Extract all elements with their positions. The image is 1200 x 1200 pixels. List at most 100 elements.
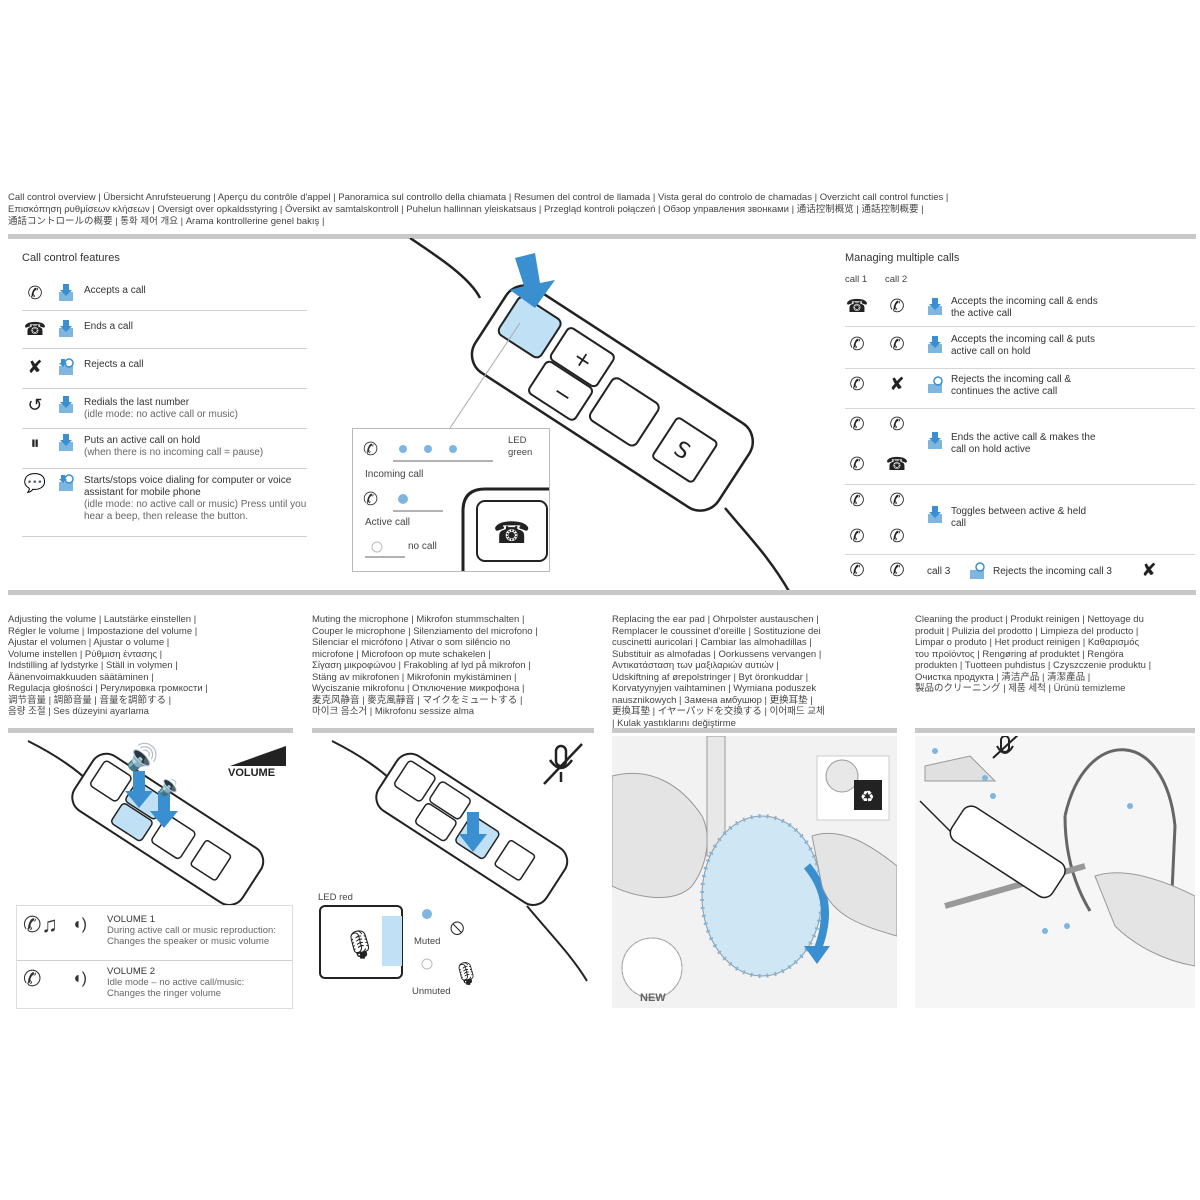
call3-text: Rejects the incoming call 3: [993, 566, 1112, 577]
active-call-icon: ✆: [849, 374, 865, 394]
panel-line: Äänenvoimakkuuden säätäminen |: [8, 671, 154, 683]
volume1-text: VOLUME 1 During active call or music rep…: [107, 914, 276, 947]
active-call-icon: ✆: [849, 454, 865, 474]
reject-call-icon: ✘: [1141, 560, 1157, 580]
multi-call-text: Ends the active call & makes the call on…: [951, 432, 1096, 455]
panel-line: 调节音量 | 調節音量 | 音量を調節する |: [8, 694, 172, 706]
header-line: Επισκόπηση ρυθμίσεων κλήσεων | Oversigt …: [8, 204, 924, 215]
divider: [17, 960, 292, 961]
panel-line: Remplacer le coussinet d'oreille | Sosti…: [612, 625, 821, 637]
end-call-icon: ☎: [845, 296, 869, 316]
feature-label: Puts an active call on hold: [84, 435, 201, 446]
reject-call-icon: ✘: [889, 374, 905, 394]
svg-text:⦸: ⦸: [450, 915, 464, 940]
call-button-zoom: ☎: [461, 487, 549, 571]
button-hold-icon: [928, 506, 942, 523]
volume1-sub1: During active call or music reproduction…: [107, 925, 276, 936]
panel-line: Adjusting the volume | Lautstärke einste…: [8, 614, 197, 625]
panel-line: 製品のクリーニング | 제품 세척 | Ürünü temizleme: [915, 683, 1126, 694]
active-call-icon: ✆: [889, 490, 905, 510]
panel-line: Silenciar el micrófono | Ativar o som si…: [312, 637, 511, 648]
feature-row: ✆ Accepts a call: [22, 282, 307, 311]
header-line: Call control overview | Übersicht Anrufs…: [8, 192, 949, 203]
active-call-icon: ✆: [363, 489, 379, 509]
incoming-call-icon: ✆: [889, 296, 905, 316]
volume-illustration: 🔊 🔉: [27, 740, 286, 906]
panel-line: Σίγαση μικροφώνου | Frakobling af lyd på…: [312, 660, 531, 671]
volume-badge: VOLUME: [228, 767, 276, 779]
multi-calls-title: Managing multiple calls: [845, 252, 960, 264]
volume2-sub2: Changes the ringer volume: [107, 988, 222, 999]
panel-line: Udskiftning af ørepolstringer | Byt öron…: [612, 671, 809, 683]
multi-call-text: Accepts the incoming call & puts active …: [951, 334, 1095, 357]
svg-text:♻: ♻: [860, 787, 874, 806]
unmuted-label: Unmuted: [412, 986, 451, 997]
incoming-call-icon: ✆: [363, 439, 379, 459]
panel-line: produkten | Tuotteen puhdistus | Czyszcz…: [915, 660, 1152, 671]
speaker-ear-icon: ◖): [72, 916, 87, 933]
ear-pad-illustration: ♻: [612, 736, 897, 1008]
button-press-icon: [59, 434, 73, 451]
accept-call-icon: ✆: [27, 283, 43, 303]
button-press-icon: [928, 432, 942, 449]
volume-panel-text: Adjusting the volume | Lautstärke einste…: [8, 614, 298, 718]
led-off-icon: [365, 541, 405, 558]
panel-line: 麦克风静音 | 麥克風靜音 | マイクをミュートする |: [312, 694, 523, 706]
panel-line: Cleaning the product | Produkt reinigen …: [915, 614, 1144, 625]
svg-text:🎙: 🎙: [452, 962, 480, 987]
divider: [8, 234, 1196, 239]
incoming-call-icon: ✆: [889, 334, 905, 354]
divider: [612, 728, 897, 733]
redial-icon: ↺: [27, 395, 43, 415]
mute-illustration: 🎙 ⦸ 🎙: [319, 740, 588, 987]
feature-text: Rejects a call: [84, 359, 144, 370]
hold-call-icon: ⏸: [30, 433, 40, 453]
panel-line: Korvatyynyjen vaihtaminen | Wymiana podu…: [612, 683, 817, 694]
col-call1: call 1: [845, 274, 868, 285]
svg-text:🔉: 🔉: [158, 773, 183, 797]
button-hold-icon: [59, 474, 74, 491]
button-press-icon: [59, 284, 73, 301]
multi-call-row: ✆✆ ✆✆ Toggles between active & held call: [845, 486, 1195, 555]
panel-line: Stäng av mikrofonen | Mikrofonin mykistä…: [312, 671, 517, 683]
panel-line: microfone | Microfoon op mute schakelen …: [312, 648, 491, 660]
remote-control-illustration: + − S: [409, 238, 792, 594]
feature-row: ☎ Ends a call: [22, 318, 307, 349]
led-red-label: LED red: [318, 892, 353, 903]
panel-line: produit | Pulizia del prodotto | Limpiez…: [915, 625, 1139, 637]
panel-line: Wyciszanie mikrofonu | Отключение микроф…: [312, 683, 525, 694]
incoming-call-label: Incoming call: [365, 469, 424, 480]
volume2-sub1: Idle mode – no active call/music:: [107, 977, 245, 988]
divider: [8, 590, 1196, 595]
svg-text:🔊: 🔊: [126, 741, 158, 773]
panel-line: Αντικατάσταση των μαξιλαριών αυτιών |: [612, 660, 779, 671]
button-press-icon: [59, 396, 73, 413]
header-line: 通話コントロールの概要 | 통화 제어 개요 | Arama kontrolle…: [8, 216, 325, 227]
multi-call-row: ✆✘ Rejects the incoming call & continues…: [845, 370, 1195, 409]
speaker-ear-icon: ◖): [72, 970, 87, 987]
volume1-sub2: Changes the speaker or music volume: [107, 936, 270, 947]
feature-text: Puts an active call on hold(when there i…: [84, 435, 263, 459]
feature-text: Ends a call: [84, 321, 133, 332]
button-press-icon: [59, 320, 73, 337]
multi-call-row: ✆✆ ✆☎ Ends the active call & makes the c…: [845, 410, 1195, 485]
feature-sub: (when there is no incoming call = pause): [84, 447, 264, 458]
button-hold-icon: [59, 358, 74, 375]
panel-line: Indstilling af lydstyrke | Ställ in voly…: [8, 660, 178, 671]
volume-legend-box: ✆♫ ◖) VOLUME 1 During active call or mus…: [16, 905, 293, 1009]
panel-line: Очистка продукта | 清洁产品 | 清潔產品 |: [915, 671, 1091, 683]
panel-line: Regulacja głośności | Регулировка громко…: [8, 683, 208, 694]
no-call-label: no call: [408, 541, 437, 552]
led-label: LED green: [508, 435, 533, 458]
end-call-icon: ☎: [23, 319, 47, 339]
active-call-icon: ✆: [849, 526, 865, 546]
multi-call-text: Accepts the incoming call & ends the act…: [951, 296, 1098, 319]
feature-sub: (idle mode: no active call or music) Pre…: [84, 499, 307, 522]
idle-call-icon: ✆: [23, 966, 42, 991]
multi-call-row: ☎ ✆ Accepts the incoming call & ends the …: [845, 292, 1195, 327]
led-legend-box: LED green ✆ Incoming call ✆ Active call …: [352, 428, 550, 572]
mute-panel-text: Muting the microphone | Mikrofon stummsc…: [312, 614, 597, 718]
panel-line: Substituir as almofadas | Oorkussens ver…: [612, 648, 822, 660]
hold-call-icon: ✆: [849, 490, 865, 510]
panel-line: | Kulak yastıklarını değiştirme: [612, 717, 736, 729]
